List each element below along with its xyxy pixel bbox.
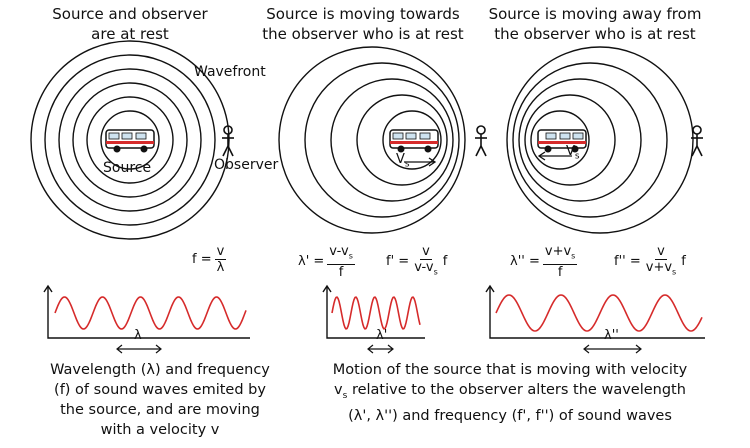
- wavefront-ring: [330, 78, 454, 202]
- ambulance-icon: [105, 129, 155, 153]
- wave-graph-rest: [43, 284, 250, 354]
- wavefront-ring: [30, 40, 230, 240]
- wavefront-ring: [518, 78, 642, 202]
- observer-label: Observer: [214, 157, 279, 173]
- wavelength-label-towards: λ': [376, 328, 388, 343]
- wavefront-rings-away: [506, 46, 694, 234]
- wavelength-label-rest: λ: [134, 328, 142, 343]
- wavefront-ring: [72, 82, 188, 198]
- wavefront-ring: [304, 62, 460, 218]
- wavefront-ring: [524, 94, 616, 186]
- sound-wave: [331, 296, 421, 330]
- wavefront-ring: [382, 110, 442, 170]
- velocity-label-towards: Vs: [396, 152, 410, 170]
- ambulance-icon: [537, 129, 587, 153]
- sound-wave: [495, 294, 703, 332]
- wavefront-ring: [512, 62, 668, 218]
- wave-graph-away: [485, 284, 705, 354]
- wavefront-ring: [100, 110, 160, 170]
- ambulance-icon: [389, 129, 439, 153]
- wavefront-ring: [86, 96, 174, 184]
- wavefront-ring: [278, 46, 466, 234]
- observer-icon: [691, 125, 703, 157]
- wavefront-ring: [44, 54, 216, 226]
- caption-left: Wavelength (λ) and frequency (f) of soun…: [50, 362, 270, 438]
- velocity-arrow-towards: [404, 157, 437, 167]
- velocity-arrow-away: [537, 151, 572, 161]
- wavefront-rings-rest: [30, 40, 230, 240]
- sound-wave: [54, 296, 247, 330]
- caption-right: Motion of the source that is moving with…: [332, 362, 688, 424]
- wavefront-ring: [530, 110, 590, 170]
- wavefront-ring: [506, 46, 694, 234]
- velocity-label-away: Vs: [566, 144, 580, 162]
- observer-icon: [222, 125, 234, 157]
- observer-icon: [475, 125, 487, 157]
- wavefront-rings-towards: [278, 46, 466, 234]
- wave-graph-towards: [322, 284, 425, 354]
- wavefront-ring: [356, 94, 448, 186]
- wavefront-ring: [58, 68, 202, 212]
- wavelength-label-away: λ'': [604, 328, 619, 343]
- wavefront-label: Wavefront: [194, 64, 266, 80]
- source-label: Source: [103, 160, 152, 176]
